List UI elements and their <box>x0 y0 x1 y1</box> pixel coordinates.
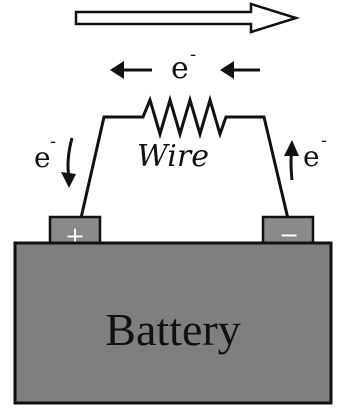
left-arrow-icon <box>220 61 260 79</box>
left-electron-flow: e - <box>34 131 76 188</box>
right-electron-symbol: e <box>303 140 320 173</box>
left-electron-symbol: e <box>34 141 51 174</box>
top-electron-symbol: e <box>171 51 189 86</box>
battery-body: Battery <box>13 241 333 405</box>
wire-circuit <box>74 94 295 241</box>
right-electron-charge: - <box>321 130 327 151</box>
right-electron-flow: e - <box>284 130 327 181</box>
up-arrow-icon <box>284 140 299 181</box>
down-arrow-icon <box>61 137 76 188</box>
top-electron-charge: - <box>190 44 196 65</box>
left-arrow-icon <box>110 61 152 79</box>
wire-label: Wire <box>137 139 209 174</box>
left-electron-charge: - <box>50 131 56 152</box>
top-electron-flow: e - <box>110 44 260 86</box>
battery-label: Battery <box>105 304 240 355</box>
current-direction-arrow-icon <box>74 2 301 34</box>
